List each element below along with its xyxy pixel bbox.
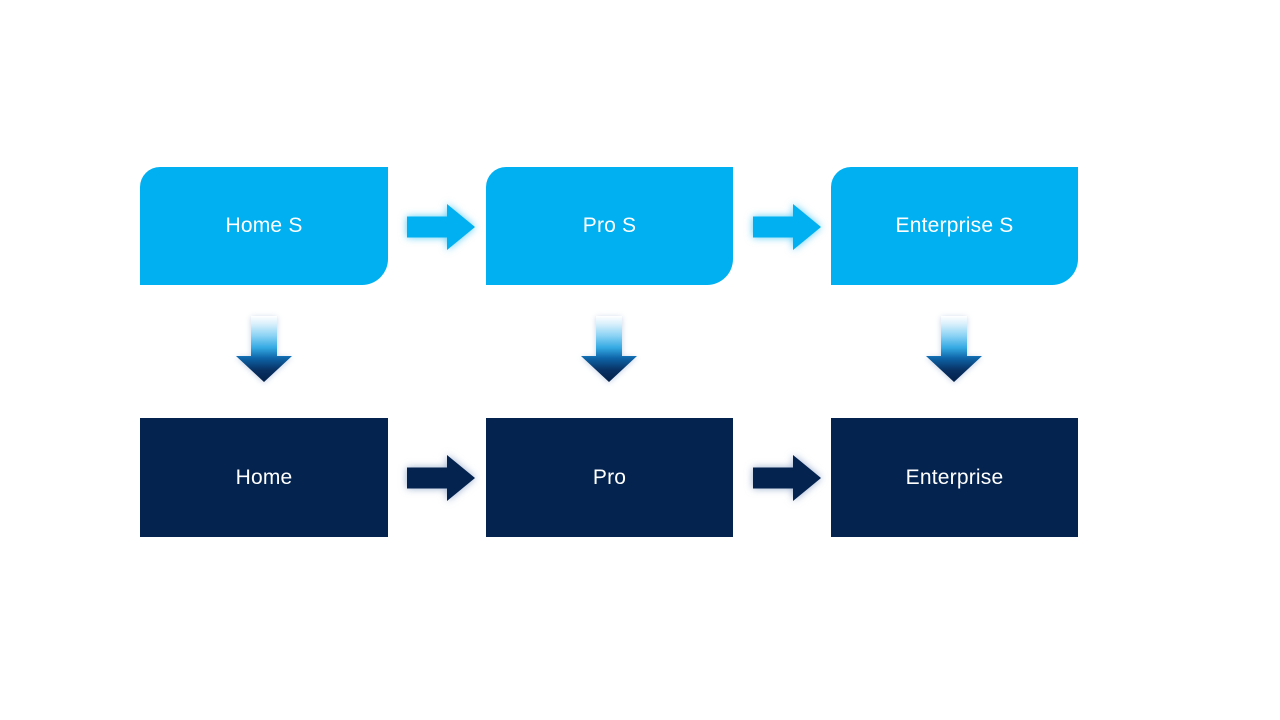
stage-label: Pro S <box>582 214 637 237</box>
stage-box-enterprise: Enterprise <box>831 418 1078 537</box>
stage-box-pro-s: Pro S <box>486 167 733 285</box>
right-arrow-icon <box>753 204 821 250</box>
stage-box-home: Home <box>140 418 388 537</box>
stage-box-pro: Pro <box>486 418 733 537</box>
down-arrow-icon <box>926 316 982 382</box>
right-arrow-icon <box>407 204 475 250</box>
right-arrow-icon <box>407 455 475 501</box>
down-arrow-icon <box>581 316 637 382</box>
stage-label: Pro <box>592 465 627 489</box>
stage-label: Enterprise S <box>895 214 1014 237</box>
stage-label: Home S <box>225 214 303 237</box>
stage-box-enterprise-s: Enterprise S <box>831 167 1078 285</box>
stage-label: Enterprise <box>905 465 1004 489</box>
stage-label: Home <box>235 465 293 489</box>
right-arrow-icon <box>753 455 821 501</box>
stage-box-home-s: Home S <box>140 167 388 285</box>
down-arrow-icon <box>236 316 292 382</box>
